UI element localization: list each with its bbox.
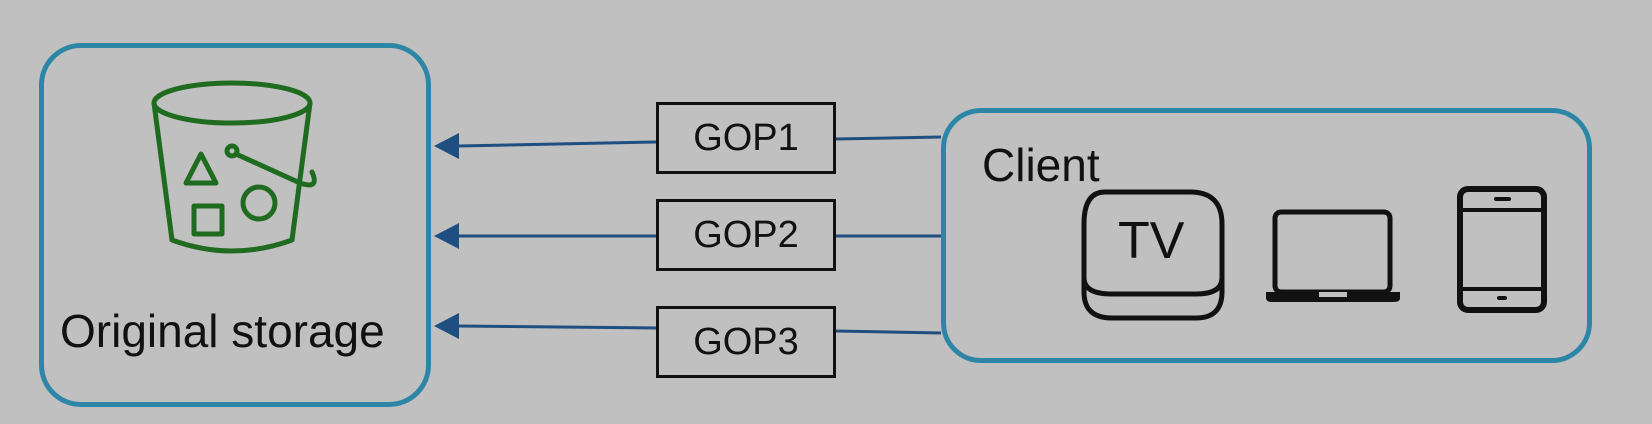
tv-icon: TV bbox=[1081, 189, 1225, 321]
gop2-box: GOP2 bbox=[656, 199, 836, 271]
bucket-icon bbox=[151, 80, 317, 254]
gop3-box: GOP3 bbox=[656, 306, 836, 378]
original-storage-box bbox=[39, 43, 431, 407]
arrow-gop3 bbox=[434, 313, 942, 339]
tablet-icon bbox=[1457, 186, 1547, 313]
svg-text:TV: TV bbox=[1118, 212, 1185, 270]
laptop-icon bbox=[1266, 209, 1400, 302]
client-label: Client bbox=[982, 139, 1100, 191]
original-storage-label: Original storage bbox=[60, 305, 385, 357]
gop1-box: GOP1 bbox=[656, 102, 836, 174]
client-box bbox=[941, 108, 1592, 363]
arrow-gop2 bbox=[434, 223, 941, 249]
arrow-gop1 bbox=[434, 133, 942, 159]
